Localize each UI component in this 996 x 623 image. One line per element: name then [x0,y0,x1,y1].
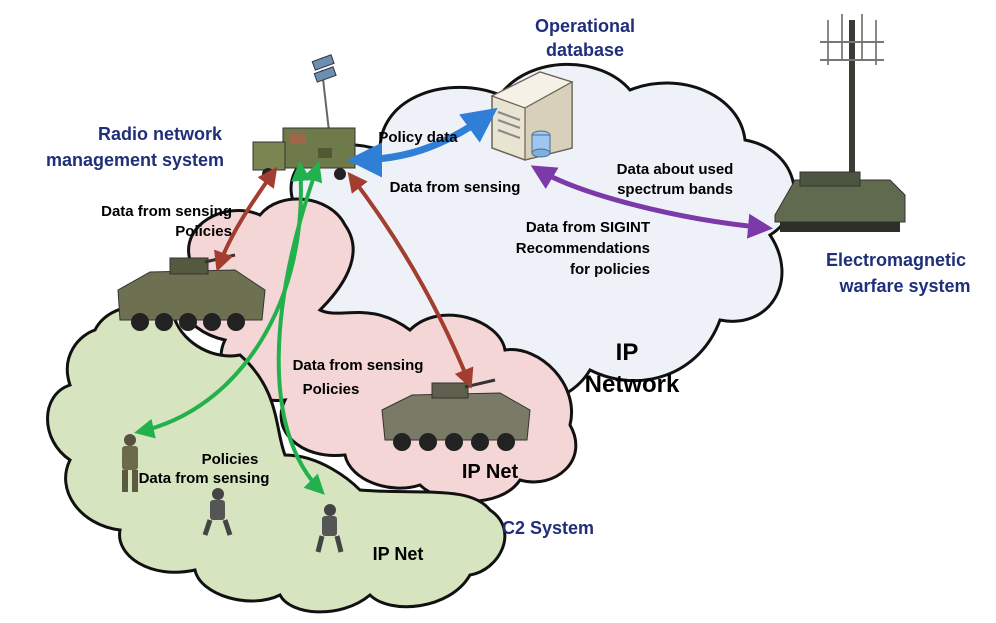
sigint-label-line1: Data from SIGINT [526,219,650,236]
bottom-flow-label-line2: Data from sensing [139,470,270,487]
spectrum-label-line2: spectrum bands [617,181,733,198]
policy-data-label: Policy data [378,129,458,146]
spectrum-data-arrow [530,165,773,239]
ew-label-line2: warfare system [838,276,970,296]
left-flow-label-line1: Data from sensing [101,203,232,220]
soldier-icon [315,504,344,553]
mid-flow-label-line2: Policies [303,381,360,398]
ip-net-green-label: IP Net [373,544,424,564]
ew-label-line1: Electromagnetic [826,250,966,270]
bottom-flow-label-line1: Policies [202,451,259,468]
soldier-icon [122,434,138,492]
left-flow-label-line2: Policies [175,223,232,240]
ip-net-pink-label: IP Net [462,461,519,483]
ip-network-label-line2: Network [585,371,680,398]
policy-data-arrow [347,107,498,178]
rnms-label-line2: management system [46,150,224,170]
radio-truck-icon [252,54,356,180]
ew-vehicle-icon [774,14,906,232]
c2-system-label: C2 System [502,518,594,538]
armored-vehicle-middle-icon [381,378,531,451]
mid-flow-label-line1: Data from sensing [293,357,424,374]
rnms-label-line1: Radio network [98,124,223,144]
soldier-icon [202,488,233,536]
sensing-soldier-arrow-2 [276,161,325,495]
data-from-sensing-top-label: Data from sensing [390,179,521,196]
operational-db-label-line2: database [546,40,624,60]
ip-network-label-line1: IP [616,339,639,366]
sensing-middle-arrow [347,171,474,389]
sigint-label-line3: for policies [570,261,650,278]
operational-db-label-line1: Operational [535,16,635,36]
sigint-label-line2: Recommendations [516,240,650,257]
spectrum-label-line1: Data about used [617,161,734,178]
server-icon [490,71,574,161]
